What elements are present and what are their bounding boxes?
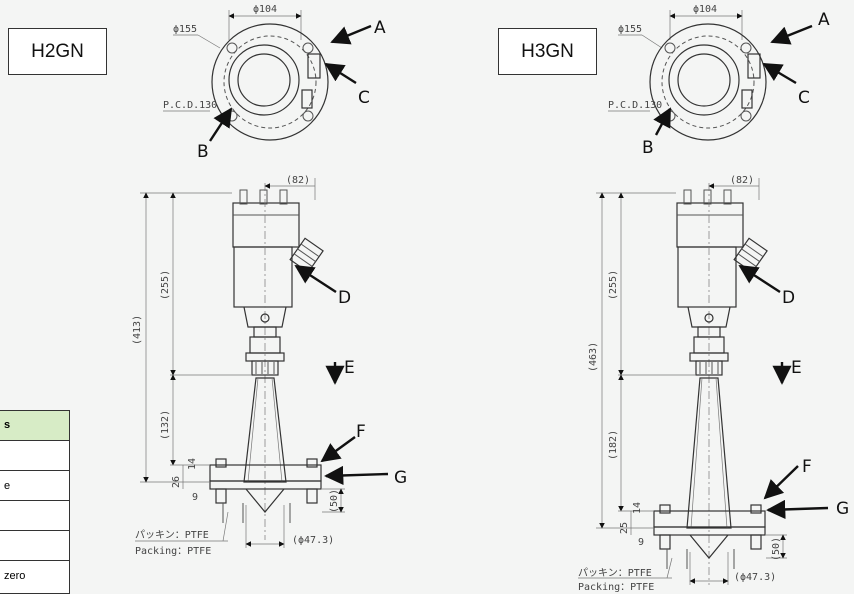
left-dim-lower-height: (132) — [160, 410, 171, 440]
left-dim-flange-dia: ϕ155 — [173, 24, 197, 35]
right-dim-top-dia: ϕ104 — [693, 4, 717, 15]
model-label-left: H2GN — [8, 28, 107, 75]
left-dim-bolt-len: 14 — [187, 458, 198, 470]
left-callouts-side: D E F G — [294, 264, 407, 488]
callout-a-right: A — [818, 10, 830, 30]
model-label-left-text: H2GN — [31, 41, 84, 62]
legend-row — [0, 441, 69, 471]
right-side-view — [653, 183, 768, 585]
left-dim-pcd: P.C.D.130 — [163, 100, 217, 111]
right-dim-flange-dia: ϕ155 — [618, 24, 642, 35]
callout-b-left: B — [197, 142, 209, 162]
right-dim-bolt-len: 14 — [632, 502, 643, 514]
callout-e-left: E — [344, 358, 355, 378]
left-dim-upper-height: (255) — [160, 270, 171, 300]
legend-table: s e zero — [0, 410, 70, 594]
callout-g-left: G — [394, 468, 407, 488]
left-dim-total-height: (413) — [132, 315, 143, 345]
left-packing-jp: パッキン：PTFE — [135, 529, 209, 541]
left-dim-antenna-len: (50) — [329, 489, 340, 513]
left-callouts-top: A C B — [197, 18, 386, 162]
right-dim-pcd: P.C.D.130 — [608, 100, 662, 111]
callout-c-left: C — [358, 88, 370, 108]
right-dim-lower-height: (182) — [608, 430, 619, 460]
callout-e-right: E — [791, 358, 802, 378]
model-label-right: H3GN — [498, 28, 597, 75]
legend-row — [0, 531, 69, 561]
right-top-view: ϕ104 ϕ155 P.C.D.130 — [608, 4, 767, 141]
callout-b-right: B — [642, 138, 654, 158]
callout-f-left: F — [356, 422, 366, 442]
right-dim-antenna-len: (50) — [771, 537, 782, 561]
right-dim-offset: (82) — [730, 175, 754, 186]
callout-g-right: G — [836, 499, 849, 519]
right-drawing: ϕ104 ϕ155 P.C.D.130 A C B — [578, 4, 849, 592]
left-dim-flange-thk: 26 — [171, 476, 182, 488]
right-callouts-top: A C B — [642, 10, 830, 158]
callout-c-right: C — [798, 88, 810, 108]
legend-row — [0, 501, 69, 531]
callout-f-right: F — [802, 457, 812, 477]
right-packing-en: Packing：PTFE — [578, 582, 654, 592]
left-dim-antenna-dia: (ϕ47.3) — [292, 535, 334, 546]
right-side-dims: (82) (463) (255) (182) 25 14 9 (50) (ϕ47… — [578, 175, 787, 592]
left-side-dims: (82) (413) (255) (132) 26 14 9 (50) (ϕ47… — [132, 175, 345, 557]
right-dim-flange-thk: 25 — [619, 522, 630, 534]
right-dim-antenna-dia: (ϕ47.3) — [734, 572, 776, 583]
callout-a-left: A — [374, 18, 386, 38]
right-callouts-side: D E F G — [738, 264, 849, 520]
left-drawing: ϕ104 ϕ155 P.C.D.130 A C B — [132, 4, 407, 557]
callout-d-left: D — [338, 288, 351, 308]
left-packing-en: Packing：PTFE — [135, 546, 211, 557]
legend-row: zero — [4, 570, 26, 582]
right-dim-total-height: (463) — [588, 342, 599, 372]
left-dim-bolt-small: 9 — [192, 492, 198, 503]
right-dim-bolt-small: 9 — [638, 537, 644, 548]
left-dim-offset: (82) — [286, 175, 310, 186]
callout-d-right: D — [782, 288, 795, 308]
left-side-view — [209, 183, 324, 540]
legend-table-header: s — [0, 411, 69, 441]
left-top-view: ϕ104 ϕ155 P.C.D.130 — [163, 4, 329, 141]
right-dim-upper-height: (255) — [608, 270, 619, 300]
left-dim-top-dia: ϕ104 — [253, 4, 277, 15]
legend-row: e — [0, 471, 69, 501]
model-label-right-text: H3GN — [521, 41, 574, 62]
right-packing-jp: パッキン：PTFE — [578, 567, 652, 579]
left-flange-circle — [211, 23, 329, 141]
